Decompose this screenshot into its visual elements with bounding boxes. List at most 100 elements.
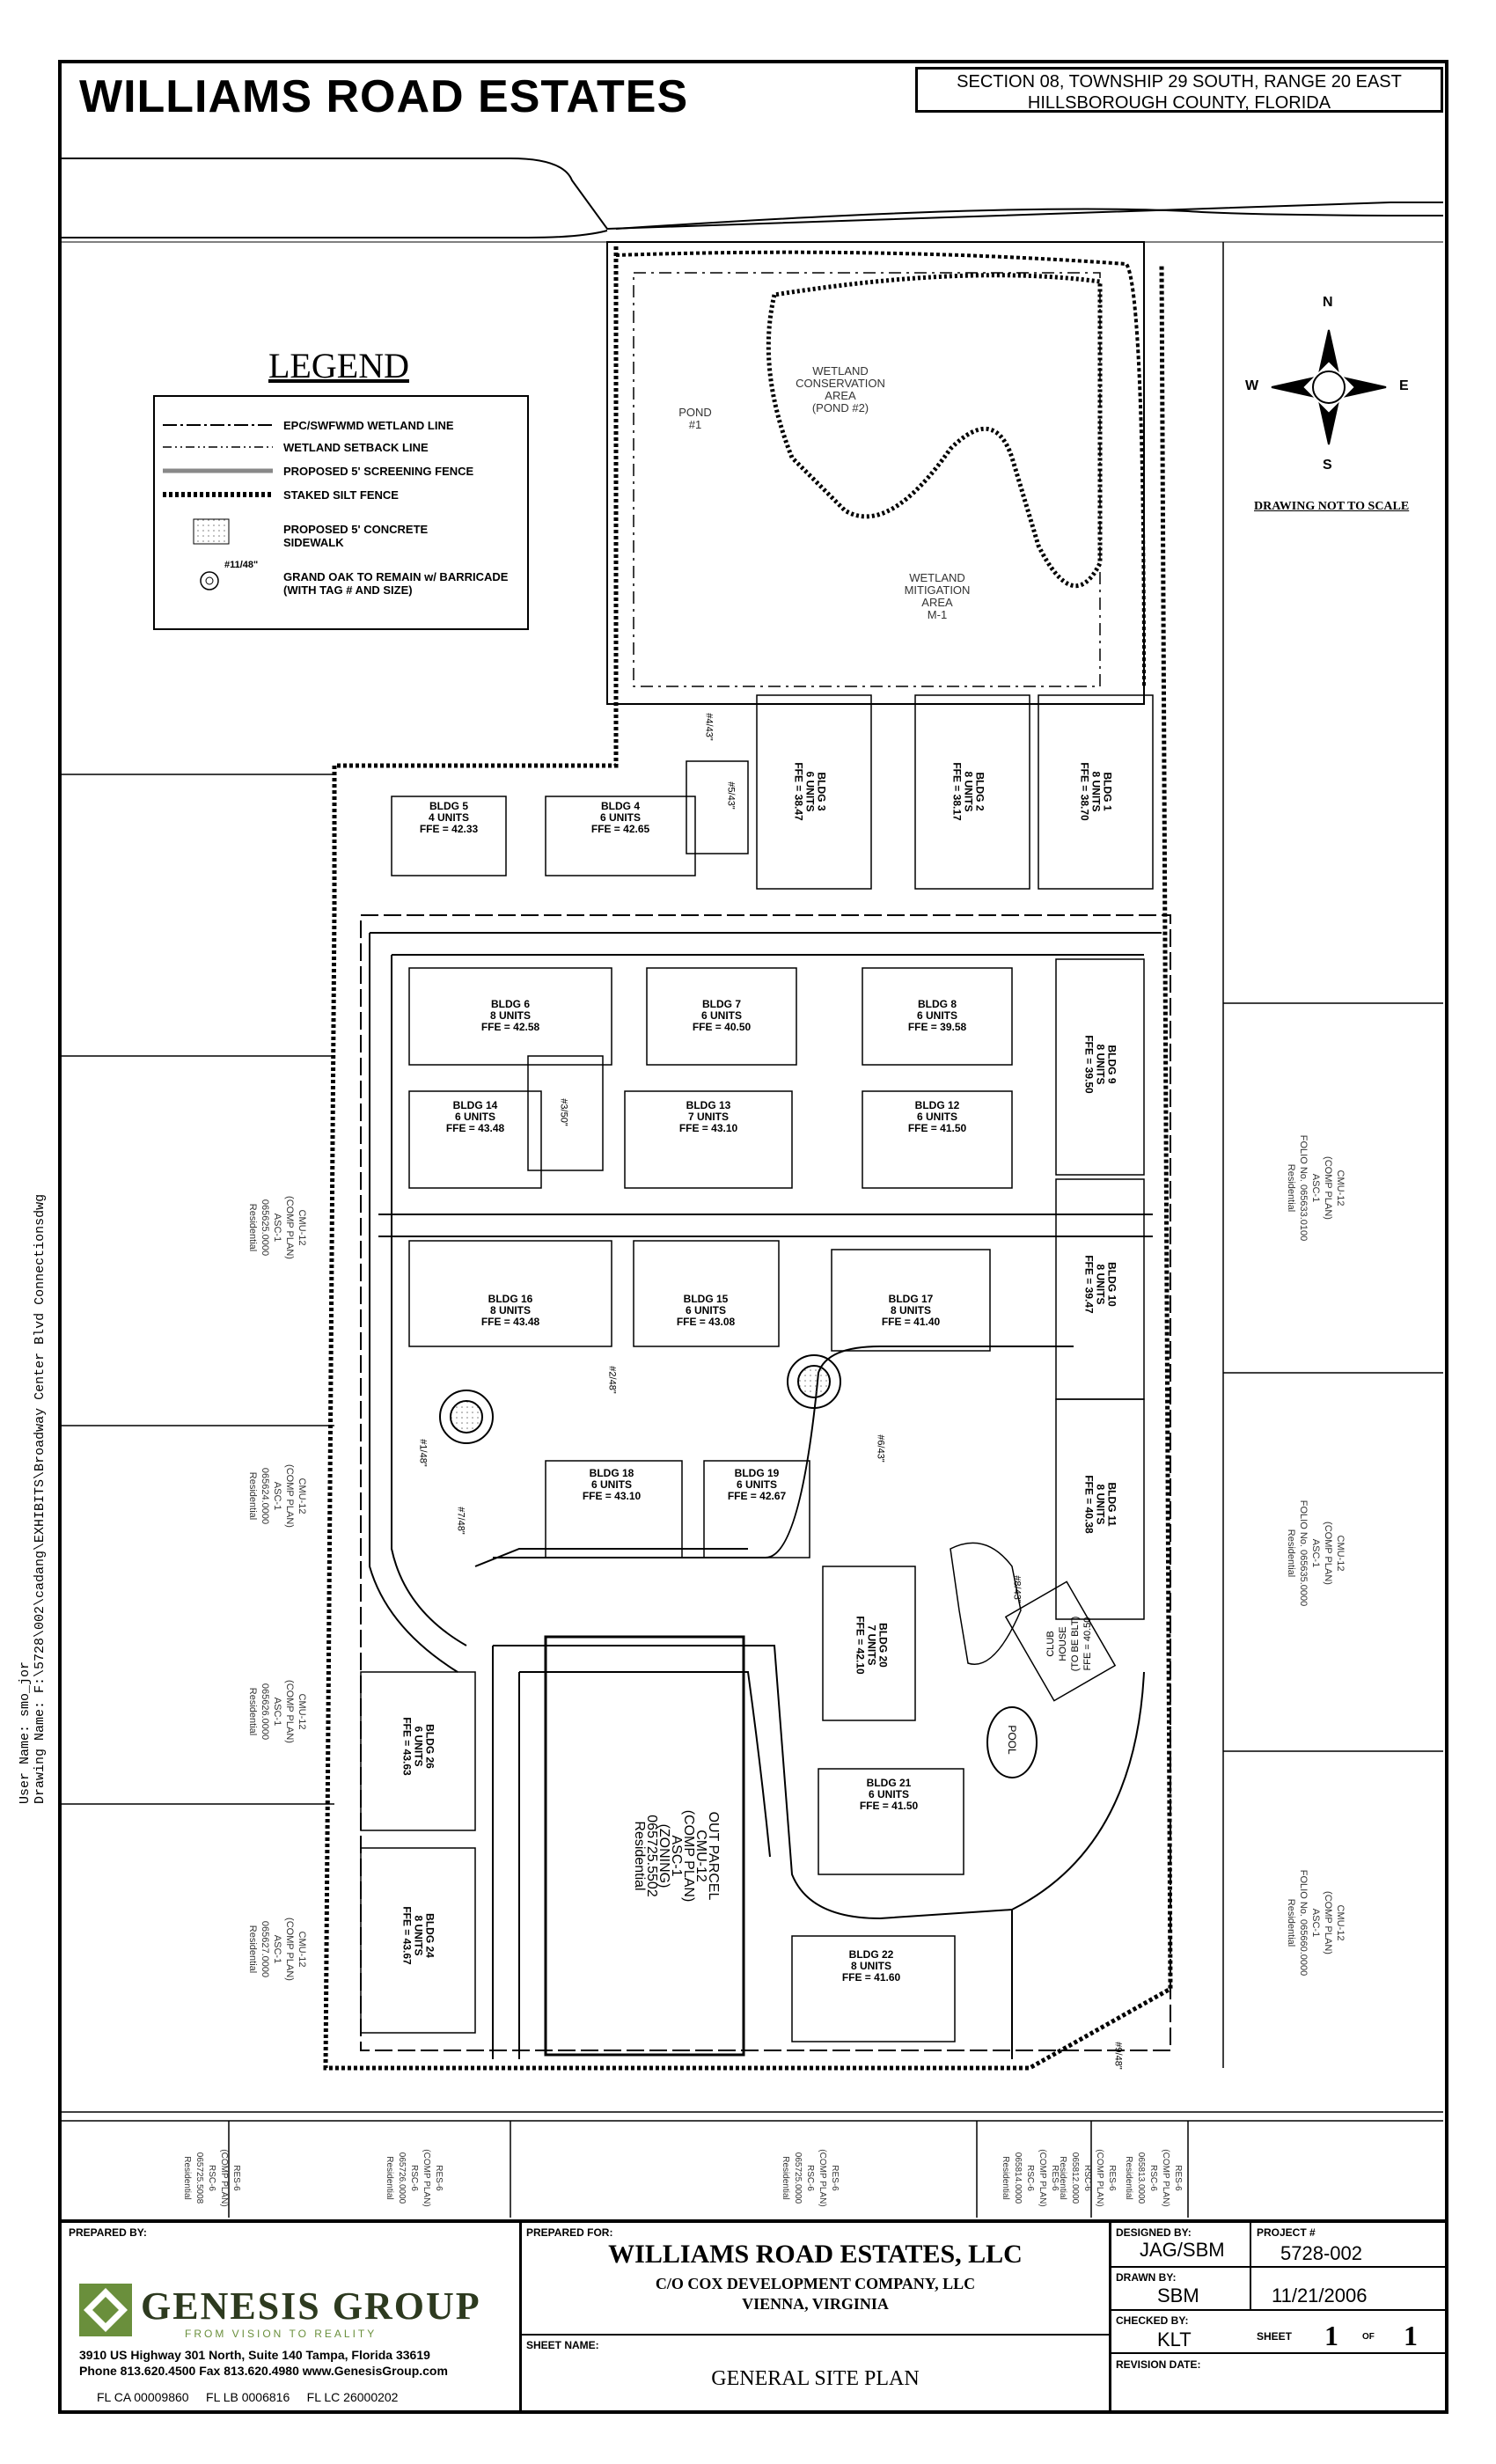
legend-symbols bbox=[153, 395, 529, 630]
tb-hline-2 bbox=[1111, 2266, 1446, 2268]
legend-grand-oak-2: (WITH TAG # AND SIZE) bbox=[283, 583, 413, 597]
pool-outline bbox=[986, 1706, 1038, 1778]
sheet-name: GENERAL SITE PLAN bbox=[711, 2367, 920, 2390]
oak-tag-9: #9/48" bbox=[1112, 2042, 1124, 2070]
out-parcel-label: OUT PARCEL CMU-12 (COMP PLAN) ASC-1 (ZON… bbox=[632, 1809, 721, 1903]
tb-hline-4 bbox=[1111, 2352, 1446, 2354]
location-line-1: SECTION 08, TOWNSHIP 29 SOUTH, RANGE 20 … bbox=[957, 72, 1402, 92]
oak-tag-3: #3/50" bbox=[558, 1098, 569, 1126]
checked-by: KLT bbox=[1157, 2328, 1192, 2350]
tb-hline-1 bbox=[522, 2334, 1109, 2336]
wetland-mitigation-label: WETLAND MITIGATION AREA M-1 bbox=[904, 571, 971, 621]
title-block bbox=[58, 2219, 1448, 2414]
oak-tag-7: #7/48" bbox=[455, 1507, 466, 1535]
sheet-name-label: SHEET NAME: bbox=[526, 2339, 599, 2351]
wetland-area bbox=[606, 241, 1146, 705]
tb-hline-3 bbox=[1111, 2309, 1446, 2311]
checked-by-label: CHECKED BY: bbox=[1116, 2314, 1189, 2327]
genesis-logo-graphic bbox=[79, 2284, 132, 2336]
oak-tag-1: #1/48" bbox=[417, 1439, 429, 1467]
wetland-conservation-label: WETLAND CONSERVATION AREA (POND #2) bbox=[796, 364, 885, 414]
location-box: SECTION 08, TOWNSHIP 29 SOUTH, RANGE 20 … bbox=[915, 67, 1443, 113]
west-label: W bbox=[1245, 378, 1259, 393]
company-licenses: FL CA 00009860 FL LB 0006816 FL LC 26000… bbox=[97, 2390, 399, 2404]
oak-tag-5: #5/43" bbox=[725, 781, 737, 810]
legend-title: LEGEND bbox=[268, 346, 409, 385]
club-area bbox=[950, 1542, 1022, 1665]
oak-tag-4: #4/43" bbox=[703, 713, 715, 741]
company-tagline: FROM VISION TO REALITY bbox=[185, 2328, 378, 2340]
of-label: OF bbox=[1362, 2332, 1375, 2342]
legend-grand-oak: GRAND OAK TO REMAIN w/ BARRICADE bbox=[283, 570, 509, 583]
drawing-frame bbox=[58, 60, 1448, 2414]
north-arrow-symbol bbox=[1271, 329, 1387, 445]
drawing-date: 11/21/2006 bbox=[1272, 2284, 1368, 2306]
south-label: S bbox=[1323, 458, 1332, 473]
legend-sidewalk: PROPOSED 5' CONCRETE bbox=[283, 523, 429, 536]
legend-silt-fence: STAKED SILT FENCE bbox=[283, 488, 399, 502]
site-boundary bbox=[323, 246, 1173, 2071]
williams-road bbox=[62, 158, 1444, 243]
prepared-by-label: PREPARED BY: bbox=[69, 2226, 147, 2239]
sheet-label: SHEET bbox=[1257, 2330, 1293, 2343]
sheet-number: 1 bbox=[1324, 2320, 1338, 2351]
company-contact: Phone 813.620.4500 Fax 813.620.4980 www.… bbox=[79, 2364, 448, 2378]
project-label: PROJECT # bbox=[1257, 2226, 1316, 2239]
building-footprints bbox=[360, 694, 1154, 2042]
oak-tag-2: #2/48" bbox=[606, 1366, 618, 1394]
client-co: C/O COX DEVELOPMENT COMPANY, LLC bbox=[655, 2275, 976, 2292]
out-parcel-boundary bbox=[544, 1635, 745, 2057]
client-name: WILLIAMS ROAD ESTATES, LLC bbox=[608, 2240, 1023, 2269]
company-name: GENESIS GROUP bbox=[141, 2284, 481, 2328]
north-label: N bbox=[1323, 295, 1333, 310]
location-line-2: HILLSBOROUGH COUNTY, FLORIDA bbox=[1027, 93, 1331, 113]
legend-setback-line: WETLAND SETBACK LINE bbox=[283, 441, 429, 454]
pool-label: POOL bbox=[1006, 1725, 1018, 1755]
cad-file-note: User Name: smo_jor Drawing Name: F:\5728… bbox=[18, 1193, 48, 1804]
revision-date-label: REVISION DATE: bbox=[1116, 2358, 1201, 2371]
internal-roads bbox=[369, 932, 1162, 2059]
roundabouts bbox=[439, 1354, 841, 1444]
legend-oak-tag: #11/48" bbox=[224, 560, 259, 570]
oak-tag-8: #8/43" bbox=[1011, 1575, 1023, 1603]
prepared-for-label: PREPARED FOR: bbox=[526, 2226, 613, 2239]
club-house-label: CLUB HOUSE (TO BE BLT) FFE = 40.50 bbox=[1045, 1616, 1093, 1672]
designed-by: JAG/SBM bbox=[1140, 2239, 1225, 2261]
not-to-scale-note: DRAWING NOT TO SCALE bbox=[1254, 500, 1410, 513]
drawn-by: SBM bbox=[1157, 2284, 1199, 2306]
sheet-total: 1 bbox=[1404, 2320, 1418, 2351]
tb-divider-2 bbox=[1109, 2221, 1111, 2414]
